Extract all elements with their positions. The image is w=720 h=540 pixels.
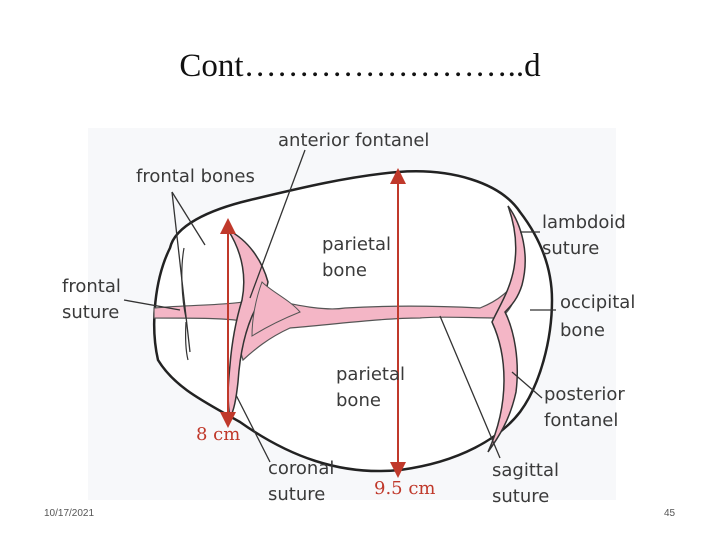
frontal-bone-edge-lower [185, 321, 189, 361]
label-lambdoid-line2: suture [542, 238, 599, 259]
leader-frontal-suture [123, 299, 181, 311]
label-sagittal-suture-line2: suture [492, 486, 549, 507]
label-sagittal-suture-line1: sagittal [492, 460, 559, 481]
leader-posterior-fontanel [511, 371, 543, 399]
label-frontal-bones: frontal bones [136, 166, 255, 187]
label-parietal-bone-top-line2: bone [322, 260, 367, 281]
leader-sagittal [439, 315, 501, 459]
footer-date: 10/17/2021 [44, 508, 95, 519]
footer-page-number: 45 [664, 508, 676, 519]
label-frontal-suture-line1: frontal [62, 276, 121, 297]
label-parietal-bone-top-line1: parietal [322, 234, 391, 255]
leader-frontal-bones-a [171, 191, 206, 246]
label-posterior-fontanel-line2: fontanel [544, 410, 618, 431]
label-width-measure: 8 cm [196, 424, 240, 445]
label-coronal-suture-line1: coronal [268, 458, 334, 479]
label-anterior-fontanel: anterior fontanel [278, 130, 429, 151]
label-parietal-bone-bottom-line2: bone [336, 390, 381, 411]
label-coronal-suture-line2: suture [268, 484, 325, 505]
leader-frontal-bones-b [171, 191, 191, 353]
leader-anterior-fontanel [249, 149, 306, 299]
lambdoid-suture-band [487, 205, 526, 453]
slide-title: Cont……………………..d [179, 48, 541, 84]
leader-coronal [235, 394, 271, 463]
label-frontal-suture-line2: suture [62, 302, 119, 323]
label-occipital-line2: bone [560, 320, 605, 341]
label-length-measure: 9.5 cm [374, 478, 436, 499]
anterior-fontanel-area [251, 281, 301, 337]
label-parietal-bone-bottom-line1: parietal [336, 364, 405, 385]
label-lambdoid-line1: lambdoid [542, 212, 626, 233]
label-occipital-line1: occipital [560, 292, 635, 313]
label-posterior-fontanel-line1: posterior [544, 384, 625, 405]
